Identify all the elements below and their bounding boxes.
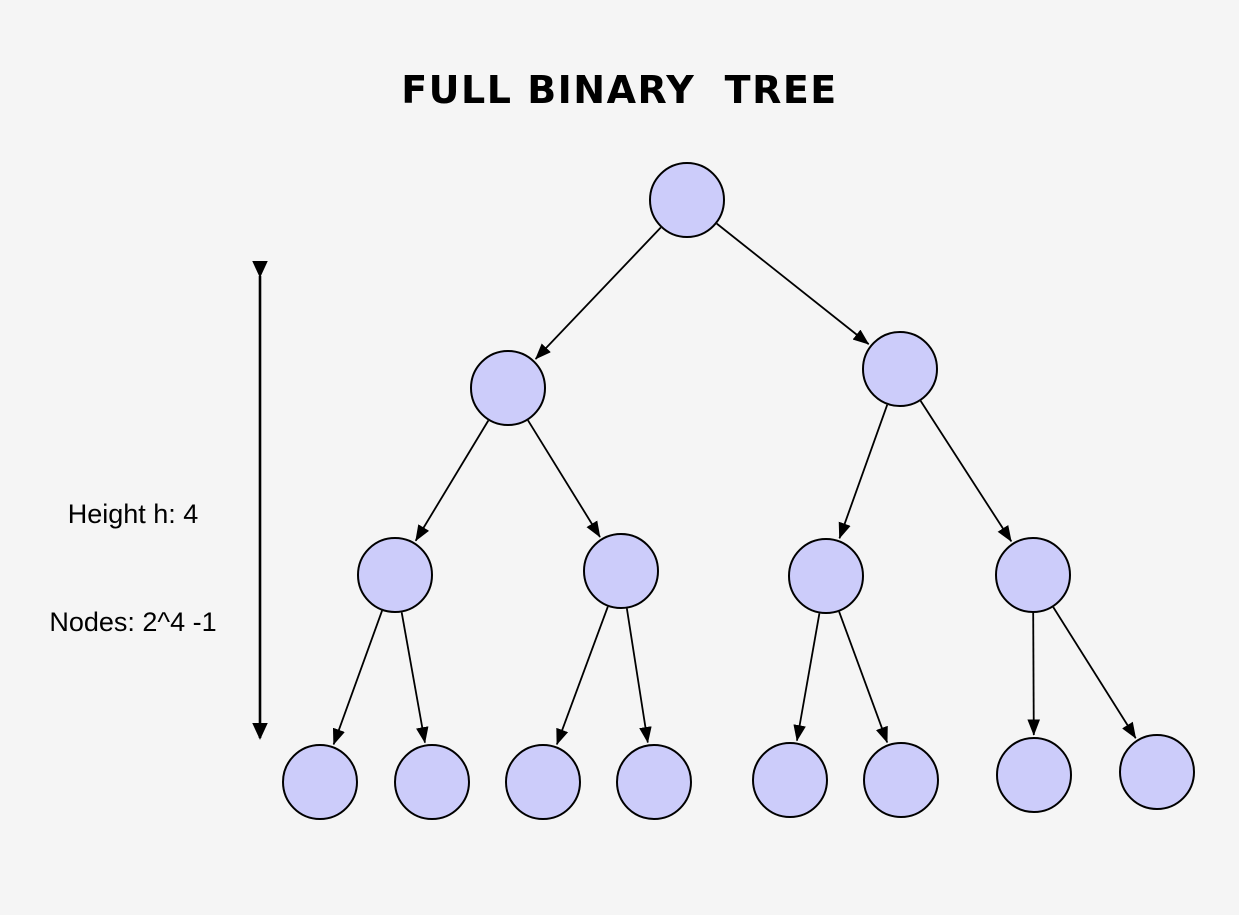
tree-node[interactable] [996,737,1072,813]
height-annotation: Height h: 4 Nodes: 2^4 -1 [28,424,238,712]
tree-edge [400,612,429,744]
tree-edge [414,420,490,542]
tree-node[interactable] [649,162,725,238]
tree-node[interactable] [282,744,358,820]
tree-nodes [282,162,1195,820]
tree-node[interactable] [788,538,864,614]
tree-edge [716,222,870,345]
tree-edges [332,222,1137,746]
tree-edge [556,606,609,746]
tree-node[interactable] [995,537,1071,613]
tree-node[interactable] [1119,734,1195,810]
tree-node[interactable] [863,742,939,818]
tree-edge [625,608,652,744]
tree-edge [1052,606,1137,739]
tree-node[interactable] [357,537,433,613]
tree-edge [838,611,889,744]
tree-edge [793,613,821,742]
height-label: Height h: 4 [67,499,199,529]
tree-edge [919,400,1013,543]
tree-node[interactable] [505,744,581,820]
tree-node[interactable] [752,742,828,818]
tree-node[interactable] [394,744,470,820]
tree-node[interactable] [616,744,692,820]
tree-node[interactable] [470,350,546,426]
tree-edge [1027,612,1041,736]
tree-edge [838,404,889,540]
tree-node[interactable] [583,533,659,609]
tree-edge [527,419,601,538]
nodes-label: Nodes: 2^4 -1 [49,607,217,637]
tree-edge [534,226,662,360]
tree-edge [332,610,383,746]
tree-node[interactable] [862,331,938,407]
page-title: FULL BINARY TREE [401,68,838,112]
